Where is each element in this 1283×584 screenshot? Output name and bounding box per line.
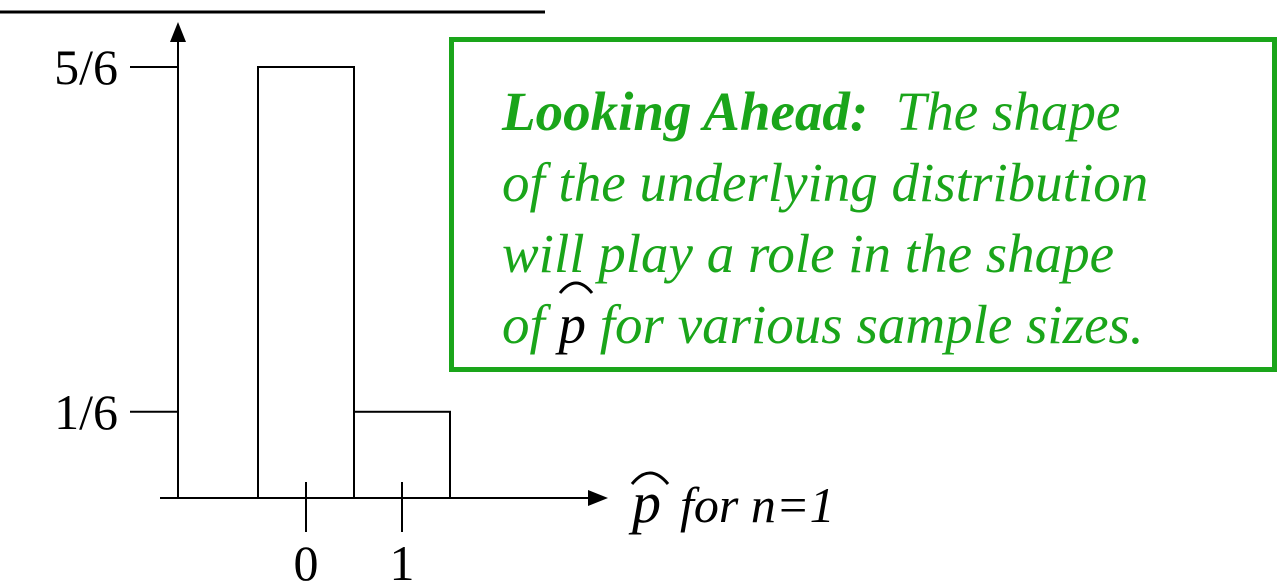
- note-line-1-rest: The shape: [895, 81, 1121, 142]
- note-line-3: will play a role in the shape: [502, 223, 1115, 284]
- note-p-letter: p: [558, 294, 587, 355]
- x-axis-label: p for n=1: [628, 470, 835, 535]
- note-line-1: Looking Ahead: The shape: [502, 76, 1260, 147]
- x-tick-label: 1: [390, 535, 415, 584]
- hat-accent: [630, 471, 670, 485]
- note-line-4-pre: of: [502, 294, 545, 355]
- x-axis-arrowhead: [588, 490, 608, 506]
- x-tick-label: 0: [294, 535, 319, 584]
- note-line-4: of p for various sample sizes.: [502, 281, 1260, 360]
- note-p-hat-symbol: p: [558, 281, 593, 360]
- note-line-4-post: for various sample sizes.: [599, 294, 1144, 355]
- note-line-2: of the underlying distribution: [502, 152, 1149, 213]
- looking-ahead-note: Looking Ahead: The shape of the underlyi…: [449, 37, 1277, 372]
- y-tick-label: 1/6: [54, 384, 118, 440]
- hat-accent: [558, 281, 593, 294]
- x-axis-symbol: p: [628, 470, 661, 535]
- y-axis-arrowhead: [170, 22, 186, 42]
- y-tick-label: 5/6: [54, 39, 118, 95]
- bar: [257, 66, 355, 499]
- x-axis-label-suffix: for n=1: [680, 477, 835, 533]
- note-bold-lead: Looking Ahead:: [502, 81, 869, 142]
